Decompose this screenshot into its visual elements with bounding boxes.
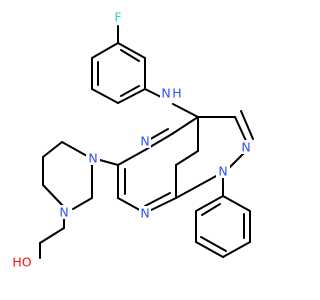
- bond: [61, 141, 88, 157]
- pyrimidine-nitrogen-a: N: [139, 134, 151, 149]
- bond: [222, 195, 251, 212]
- bond: [172, 103, 199, 118]
- ring-nitrogen-label: N: [140, 206, 149, 221]
- bond: [39, 227, 65, 244]
- ring-nitrogen-label: N: [88, 151, 97, 166]
- bond: [91, 88, 119, 104]
- piperazine-nitrogen-top: N: [86, 151, 100, 166]
- bond: [42, 184, 65, 208]
- ring-nitrogen-label: N: [241, 140, 250, 155]
- bond: [120, 49, 140, 62]
- pyrazole-nitrogen-1: N: [216, 164, 230, 179]
- pyrazole-nitrogen-2: N: [239, 140, 253, 155]
- bond: [120, 85, 140, 97]
- bond: [171, 116, 199, 135]
- bond: [42, 141, 63, 158]
- bond: [91, 42, 119, 59]
- bonds: [39, 25, 254, 259]
- bond: [200, 236, 227, 252]
- amine-hydrogen-label: H: [172, 86, 181, 101]
- bond: [117, 42, 146, 59]
- amine-nh: N H: [160, 86, 182, 101]
- bond: [234, 116, 248, 144]
- bond: [72, 197, 93, 210]
- piperazine-nitrogen-bottom: N: [57, 205, 71, 220]
- bond: [201, 203, 221, 216]
- fluorine-atom: F: [112, 10, 124, 25]
- bond: [117, 88, 146, 104]
- bond: [195, 195, 224, 212]
- hydroxyl-label: HO: [12, 255, 31, 270]
- bond: [117, 149, 146, 166]
- bond: [195, 241, 224, 258]
- fluorine-label: F: [114, 10, 121, 25]
- bond: [175, 174, 219, 199]
- molecule-structure: F N H N N N N N N: [6, 9, 254, 270]
- amine-nitrogen-label: N: [161, 86, 170, 101]
- bond: [175, 150, 199, 166]
- atom-labels: F N H N N N N N N: [6, 10, 253, 270]
- ring-nitrogen-label: N: [218, 164, 227, 179]
- bond: [144, 192, 171, 207]
- ring-nitrogen-label: N: [140, 134, 149, 149]
- bond: [222, 241, 251, 258]
- pyrimidine-nitrogen-b: N: [139, 206, 151, 221]
- ring-nitrogen-label: N: [59, 205, 68, 220]
- bond: [99, 159, 119, 166]
- bond: [240, 110, 254, 140]
- hydroxyl-group: HO: [6, 255, 36, 270]
